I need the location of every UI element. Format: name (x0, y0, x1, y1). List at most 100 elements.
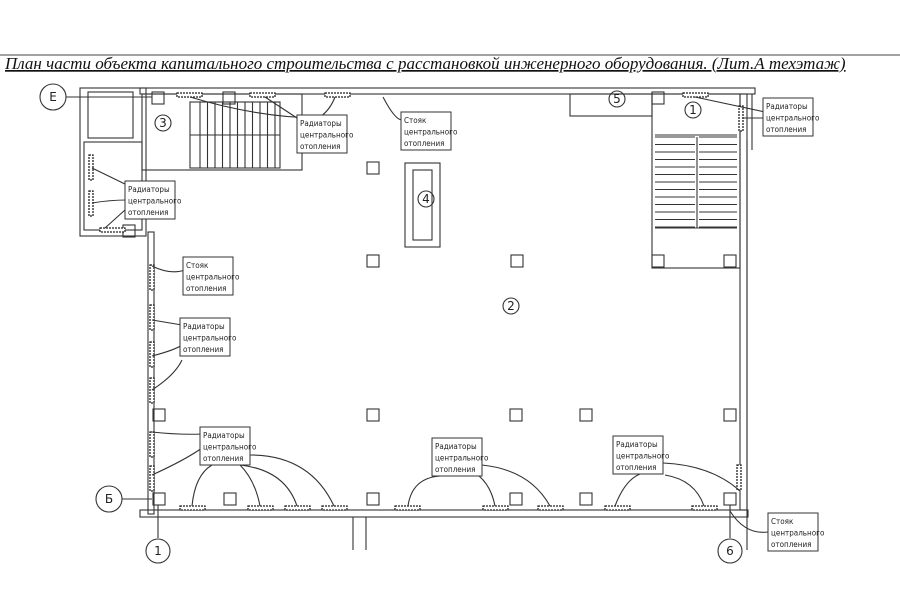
radiator-icon (247, 505, 274, 511)
leader-line (151, 431, 203, 435)
callout-text: Радиаторы (183, 322, 225, 331)
radiator-icon (88, 154, 94, 181)
leader-line (91, 167, 128, 186)
radiator-icon (249, 92, 276, 98)
callout-text: отопления (183, 345, 223, 354)
leader-line (151, 344, 183, 357)
callout-box (767, 512, 819, 552)
callout-text: Стояк (186, 261, 209, 270)
callout-box (612, 435, 664, 475)
axis-marker-6: 6 (726, 544, 734, 558)
walls (66, 87, 756, 550)
callout-text: центрального (771, 529, 825, 538)
callout-text: центрального (766, 114, 820, 123)
callout-text: центрального (616, 452, 670, 461)
callout-text: отопления (300, 142, 340, 151)
column (509, 492, 523, 506)
radiator-icon (394, 505, 421, 511)
leader-line (664, 474, 705, 507)
callout-text: Радиаторы (766, 102, 808, 111)
callout-text: отопления (435, 465, 475, 474)
callout-box (182, 256, 234, 296)
callout-box (296, 114, 348, 154)
column (510, 254, 524, 268)
radiator-icon (691, 505, 718, 511)
leader-line (319, 96, 336, 118)
callouts: РадиаторыцентральногоотопленияРадиаторыц… (124, 97, 825, 552)
heating-riser-callout: Стояк центрального отопления (767, 512, 825, 552)
column (366, 408, 380, 422)
radiator-icon (149, 304, 155, 331)
callout-text: Радиаторы (435, 442, 477, 451)
room-number-2: 2 (507, 299, 515, 313)
callout-text: Радиаторы (203, 431, 245, 440)
radiator-icon (99, 227, 126, 233)
leader-line (407, 475, 441, 507)
room-number-5: 5 (613, 92, 621, 106)
leader-line (104, 209, 126, 229)
column (366, 161, 380, 175)
leader-line (614, 473, 641, 507)
radiator-icon (604, 505, 631, 511)
callout-text: отопления (186, 284, 226, 293)
leader-line (729, 510, 769, 533)
radiator-icon (482, 505, 509, 511)
column (223, 492, 237, 506)
columns (122, 91, 737, 506)
callout-text: Стояк (404, 116, 427, 125)
callout-box (199, 426, 251, 466)
radiator-icon (736, 464, 742, 491)
radiator-icon (179, 505, 206, 511)
plan-title: План части объекта капитального строител… (4, 54, 846, 73)
callout-box (179, 317, 231, 357)
callout-text: отопления (128, 208, 168, 217)
radiator-icon (537, 505, 564, 511)
callout-text: центрального (186, 273, 240, 282)
callout-text: Стояк (771, 517, 794, 526)
room-numbers: 1 2 3 4 5 (154, 90, 702, 315)
column (651, 91, 665, 105)
leader-lines (91, 96, 769, 533)
column (723, 408, 737, 422)
radiator-icon (324, 92, 351, 98)
column (152, 492, 166, 506)
leader-line (151, 447, 203, 476)
column (222, 91, 236, 105)
radiators (88, 92, 744, 511)
callout-box (124, 180, 176, 220)
column (151, 91, 165, 105)
radiator-icon (682, 92, 709, 98)
radiator-icon (284, 505, 311, 511)
radiator-icon (149, 341, 155, 368)
column (366, 492, 380, 506)
callout-text: отопления (616, 463, 656, 472)
leader-line (662, 462, 740, 491)
column (366, 254, 380, 268)
leader-line (151, 359, 183, 391)
callout-box (431, 437, 483, 477)
column (579, 408, 593, 422)
leader-line (481, 464, 551, 507)
callout-text: Радиаторы (128, 185, 170, 194)
callout-text: центрального (404, 128, 458, 137)
callout-text: отопления (766, 125, 806, 134)
callout-text: отопления (771, 540, 811, 549)
leader-line (151, 319, 183, 326)
callout-text: центрального (203, 443, 257, 452)
column (723, 492, 737, 506)
leader-line (694, 96, 766, 113)
radiator-icon (149, 264, 155, 291)
leader-line (239, 464, 261, 507)
callout-text: отопления (404, 139, 444, 148)
leader-line (239, 464, 298, 507)
heating-riser-callout: Стояк центрального отопления (400, 111, 458, 151)
column (509, 408, 523, 422)
axis-marker-1: 1 (154, 544, 162, 558)
